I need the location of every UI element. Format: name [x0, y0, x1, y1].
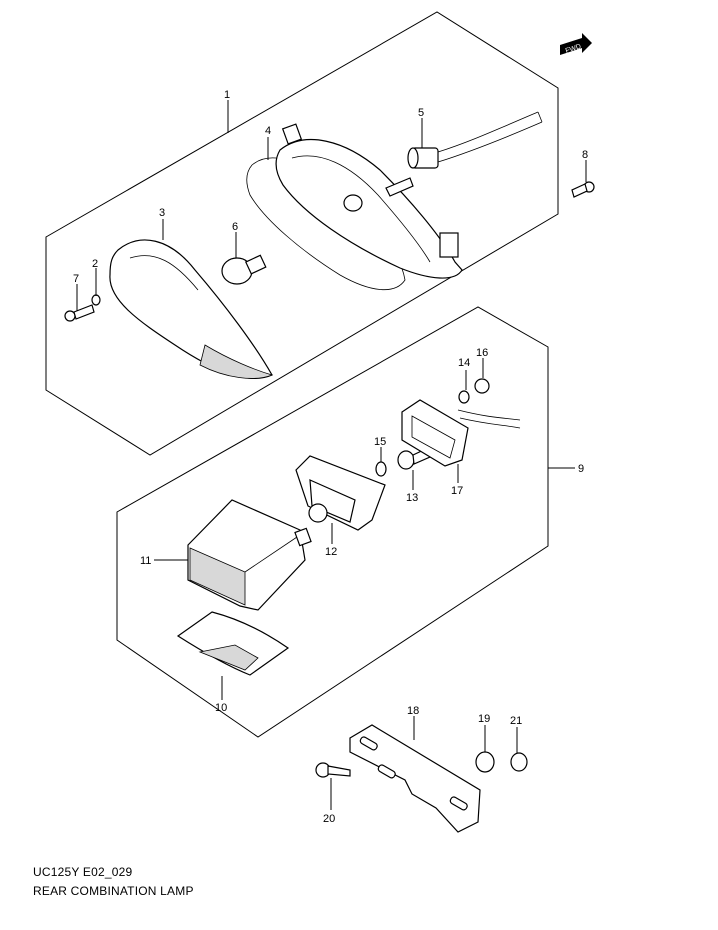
diagram-title: REAR COMBINATION LAMP: [33, 884, 194, 898]
socket-part-5: [407, 111, 543, 169]
callout-7: 7: [73, 273, 79, 285]
callout-21: 21: [510, 715, 522, 727]
callout-12: 12: [325, 546, 337, 558]
callout-20: 20: [323, 813, 335, 825]
callout-19: 19: [478, 713, 490, 725]
leader-lines: [76, 100, 587, 810]
license-lamp-housing-part-11: [187, 499, 312, 611]
fwd-label: FWD: [565, 43, 582, 55]
callout-16: 16: [476, 347, 488, 359]
bulb-part-15: [375, 461, 387, 477]
washer-part-19: [475, 751, 495, 773]
screw-part-8: [571, 181, 595, 198]
lens-part-3: [109, 239, 274, 379]
nut-part-16: [474, 378, 490, 394]
callout-6: 6: [232, 221, 238, 233]
callout-9: 9: [578, 463, 584, 475]
gasket-part-17: [401, 399, 521, 467]
housing-part-1: [275, 123, 463, 279]
callout-15: 15: [374, 436, 386, 448]
callout-18: 18: [407, 705, 419, 717]
lower-assembly-frame: [116, 306, 549, 738]
callout-5: 5: [418, 107, 424, 119]
upper-assembly-frame: [45, 11, 559, 456]
callout-2: 2: [92, 258, 98, 270]
callout-10: 10: [215, 702, 227, 714]
callout-1: 1: [224, 89, 230, 101]
fwd-arrow-icon: FWD: [560, 33, 592, 55]
callout-4: 4: [265, 125, 271, 137]
screw-part-7: [64, 304, 95, 322]
washer-part-2: [91, 294, 101, 306]
nut-part-21: [510, 752, 528, 772]
callout-13: 13: [406, 492, 418, 504]
callout-3: 3: [159, 207, 165, 219]
nut-part-14: [458, 390, 470, 404]
license-lens-part-10: [176, 611, 290, 676]
callout-11: 11: [140, 555, 151, 567]
callout-8: 8: [582, 149, 588, 161]
callout-17: 17: [451, 485, 463, 497]
lamp-case-part-12: [295, 455, 386, 531]
diagram-code: UC125Y E02_029: [33, 865, 133, 879]
bolt-part-20: [315, 762, 351, 778]
callout-numbers: 1 2 3 4 5 6 7 8 9 10 11 12 13 14 15 16 1…: [73, 89, 588, 825]
bulb-part-6: [221, 254, 267, 285]
mounting-bracket-part-18: [349, 724, 481, 833]
callout-14: 14: [458, 357, 470, 369]
